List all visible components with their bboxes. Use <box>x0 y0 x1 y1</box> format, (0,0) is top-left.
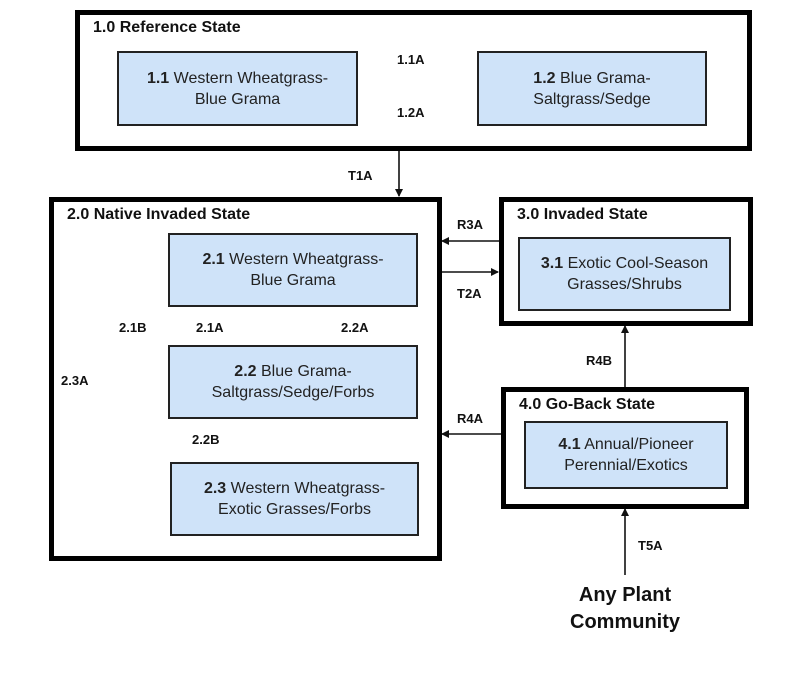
label-R4A: R4A <box>457 411 484 426</box>
label-R3A: R3A <box>457 217 484 232</box>
phase-1-2[interactable]: 1.2 Blue Grama- Saltgrass/Sedge <box>477 51 707 126</box>
phase-label-line1: Exotic Cool-Season <box>567 255 709 272</box>
phase-number: 1.2 <box>533 69 556 87</box>
phase-label-line2: Saltgrass/Sedge/Forbs <box>211 384 375 401</box>
label-T2A: T2A <box>457 286 482 301</box>
phase-label-line2: Blue Grama <box>250 272 336 289</box>
phase-4-1[interactable]: 4.1 Annual/Pioneer Perennial/Exotics <box>524 421 728 489</box>
phase-number: 3.1 <box>540 255 564 272</box>
phase-number: 2.3 <box>203 480 227 497</box>
label-2-3A: 2.3A <box>61 373 89 388</box>
label-T5A: T5A <box>638 538 663 553</box>
phase-label-line2: Blue Grama <box>194 90 281 108</box>
phase-number: 4.1 <box>558 436 581 453</box>
label-R4B: R4B <box>586 353 613 368</box>
label-1-1A: 1.1A <box>397 52 425 67</box>
phase-label-line2: Saltgrass/Sedge <box>533 90 651 108</box>
phase-number: 2.2 <box>234 363 257 380</box>
origin-line2: Community <box>570 611 680 633</box>
label-2-2B: 2.2B <box>192 432 220 447</box>
phase-1-1[interactable]: 1.1 Western Wheatgrass- Blue Grama <box>117 51 358 126</box>
phase-label-line1: Blue Grama- <box>261 363 352 380</box>
label-1-2A: 1.2A <box>397 105 425 120</box>
phase-label-line1: Western Wheatgrass- <box>230 480 386 497</box>
label-2-1B: 2.1B <box>119 320 147 335</box>
phase-label-line1: Western Wheatgrass- <box>229 251 384 268</box>
origin-line1: Any Plant <box>578 584 672 606</box>
phase-label-line1: Blue Grama- <box>560 69 651 87</box>
state-2-title: 2.0 Native Invaded State <box>67 206 251 223</box>
phase-3-1[interactable]: 3.1 Exotic Cool-Season Grasses/Shrubs <box>518 237 731 311</box>
label-2-2A: 2.2A <box>341 320 369 335</box>
phase-2-1[interactable]: 2.1 Western Wheatgrass- Blue Grama <box>168 233 418 307</box>
label-T1A: T1A <box>348 168 373 183</box>
phase-label-line2: Grasses/Shrubs <box>567 276 682 293</box>
phase-number: 2.1 <box>202 251 225 268</box>
phase-label-line2: Exotic Grasses/Forbs <box>218 501 371 518</box>
any-plant-community: Any Plant Community <box>540 582 710 636</box>
state-4-title: 4.0 Go-Back State <box>519 396 656 413</box>
phase-2-3[interactable]: 2.3 Western Wheatgrass- Exotic Grasses/F… <box>170 462 419 536</box>
phase-label-line1: Annual/Pioneer <box>584 436 694 453</box>
label-2-1A: 2.1A <box>196 320 224 335</box>
phase-label-line2: Perennial/Exotics <box>564 457 688 474</box>
phase-number: 1.1 <box>146 69 170 87</box>
phase-label-line1: Western Wheatgrass- <box>173 69 329 87</box>
state-3-title: 3.0 Invaded State <box>517 206 648 223</box>
state-1-title: 1.0 Reference State <box>93 19 241 36</box>
phase-2-2[interactable]: 2.2 Blue Grama- Saltgrass/Sedge/Forbs <box>168 345 418 419</box>
